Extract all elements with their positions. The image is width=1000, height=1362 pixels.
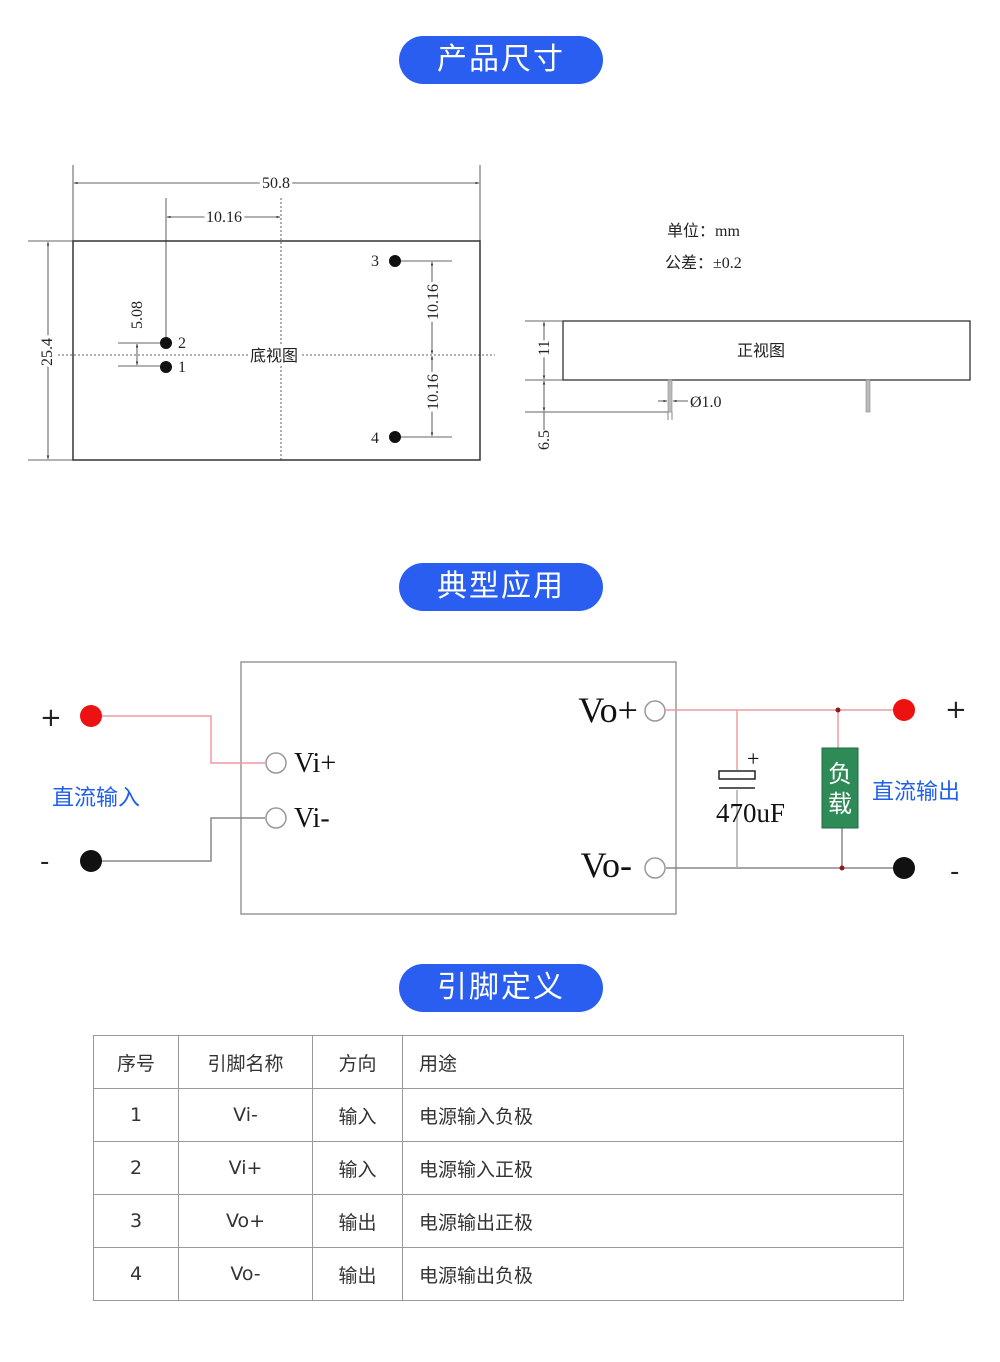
dim-output-pitch-top: 10.16 bbox=[425, 284, 442, 320]
dim-input-pitch: 5.08 bbox=[129, 301, 146, 329]
input-label: 直流输入 bbox=[52, 786, 140, 811]
header-index: 序号 bbox=[93, 1035, 179, 1089]
output-plus-sign: + bbox=[945, 695, 967, 725]
section-title-dimensions: 产品尺寸 bbox=[399, 36, 603, 84]
capacitor-polarity: + bbox=[747, 746, 759, 771]
load-label-char2: 载 bbox=[828, 790, 852, 818]
cell-pin-name: Vo+ bbox=[178, 1194, 313, 1248]
cell-direction: 输入 bbox=[312, 1141, 403, 1195]
pin-1-dot bbox=[160, 361, 172, 373]
output-label: 直流输出 bbox=[872, 780, 960, 805]
section-title-pin-definition: 引脚定义 bbox=[399, 964, 603, 1012]
header-direction: 方向 bbox=[312, 1035, 403, 1089]
table-row: 2 Vi+ 输入 电源输入正极 bbox=[93, 1141, 904, 1195]
dim-front-height: 11 bbox=[536, 340, 553, 355]
section-title-application: 典型应用 bbox=[399, 563, 603, 611]
vi-plus-pin bbox=[265, 752, 287, 774]
unit-text: 单位：mm bbox=[667, 222, 740, 240]
pin-definition-table: 序号 引脚名称 方向 用途 1 Vi- 输入 电源输入负极 2 Vi+ 输入 电… bbox=[93, 1035, 904, 1301]
dim-pin-diameter: Ø1.0 bbox=[690, 394, 722, 411]
cell-pin-name: Vi+ bbox=[178, 1141, 313, 1195]
cell-direction: 输出 bbox=[312, 1194, 403, 1248]
load-resistor bbox=[821, 747, 859, 829]
front-pin-right bbox=[865, 379, 871, 413]
front-view bbox=[525, 320, 971, 430]
wire-input-minus bbox=[101, 817, 265, 862]
cell-pin-name: Vo- bbox=[178, 1247, 313, 1301]
vo-plus-label: Vo+ bbox=[578, 690, 638, 730]
vi-plus-label: Vi+ bbox=[294, 748, 336, 779]
vo-plus-pin bbox=[644, 700, 666, 722]
vi-minus-pin bbox=[265, 807, 287, 829]
cell-pin-name: Vi- bbox=[178, 1088, 313, 1142]
pin-4-label: 4 bbox=[371, 430, 379, 447]
wire-input-plus bbox=[101, 715, 265, 764]
cell-index: 1 bbox=[93, 1088, 179, 1142]
cell-index: 3 bbox=[93, 1194, 179, 1248]
vo-minus-label: Vo- bbox=[581, 845, 632, 885]
pin-holes bbox=[160, 255, 401, 443]
bottom-view bbox=[28, 165, 495, 461]
table-row: 3 Vo+ 输出 电源输出正极 bbox=[93, 1194, 904, 1248]
header-pin-name: 引脚名称 bbox=[178, 1035, 313, 1089]
cell-usage: 电源输出负极 bbox=[402, 1247, 904, 1301]
bottom-view-outline bbox=[72, 240, 481, 461]
cell-usage: 电源输入负极 bbox=[402, 1088, 904, 1142]
output-minus-sign: - bbox=[950, 857, 959, 887]
dim-height: 25.4 bbox=[39, 338, 56, 366]
capacitor-value: 470uF bbox=[716, 798, 785, 828]
front-view-label: 正视图 bbox=[737, 342, 785, 360]
output-minus-terminal bbox=[893, 857, 915, 879]
table-row: 4 Vo- 输出 电源输出负极 bbox=[93, 1247, 904, 1301]
dim-pin-length: 6.5 bbox=[536, 430, 553, 450]
pin-3-label: 3 bbox=[371, 253, 379, 270]
vo-minus-pin bbox=[644, 857, 666, 879]
pin-1-label: 1 bbox=[178, 359, 186, 376]
table-row: 1 Vi- 输入 电源输入负极 bbox=[93, 1088, 904, 1142]
dim-pin-offset: 10.16 bbox=[206, 209, 242, 226]
pin-2-dot bbox=[160, 337, 172, 349]
dim-width: 50.8 bbox=[262, 175, 290, 192]
input-minus-terminal bbox=[80, 850, 102, 872]
cell-direction: 输出 bbox=[312, 1247, 403, 1301]
output-plus-terminal bbox=[893, 699, 915, 721]
input-plus-sign: + bbox=[40, 703, 62, 733]
capacitor-icon bbox=[718, 770, 756, 780]
header-usage: 用途 bbox=[402, 1035, 904, 1089]
bottom-view-label: 底视图 bbox=[250, 347, 298, 365]
cell-index: 4 bbox=[93, 1247, 179, 1301]
pin-4-dot bbox=[389, 431, 401, 443]
cell-direction: 输入 bbox=[312, 1088, 403, 1142]
cell-usage: 电源输入正极 bbox=[402, 1141, 904, 1195]
vi-minus-label: Vi- bbox=[294, 803, 330, 834]
tolerance-text: 公差：±0.2 bbox=[665, 254, 742, 272]
table-header-row: 序号 引脚名称 方向 用途 bbox=[93, 1035, 904, 1089]
application-circuit: + - + - Vi+ Vi- Vo+ Vo- + 470uF 负 载 直流输入… bbox=[40, 661, 967, 915]
pin-3-dot bbox=[389, 255, 401, 267]
front-pin-left bbox=[667, 379, 673, 413]
front-view-outline bbox=[562, 320, 971, 381]
input-minus-sign: - bbox=[40, 847, 49, 877]
module-box bbox=[240, 661, 677, 915]
load-label-char1: 负 bbox=[828, 760, 852, 788]
dim-output-pitch-bottom: 10.16 bbox=[425, 374, 442, 410]
cell-usage: 电源输出正极 bbox=[402, 1194, 904, 1248]
input-plus-terminal bbox=[80, 705, 102, 727]
cell-index: 2 bbox=[93, 1141, 179, 1195]
dimension-drawing: 50.8 10.16 25.4 5.08 10.16 10.16 1 2 3 4… bbox=[28, 165, 971, 461]
pin-2-label: 2 bbox=[178, 335, 186, 352]
